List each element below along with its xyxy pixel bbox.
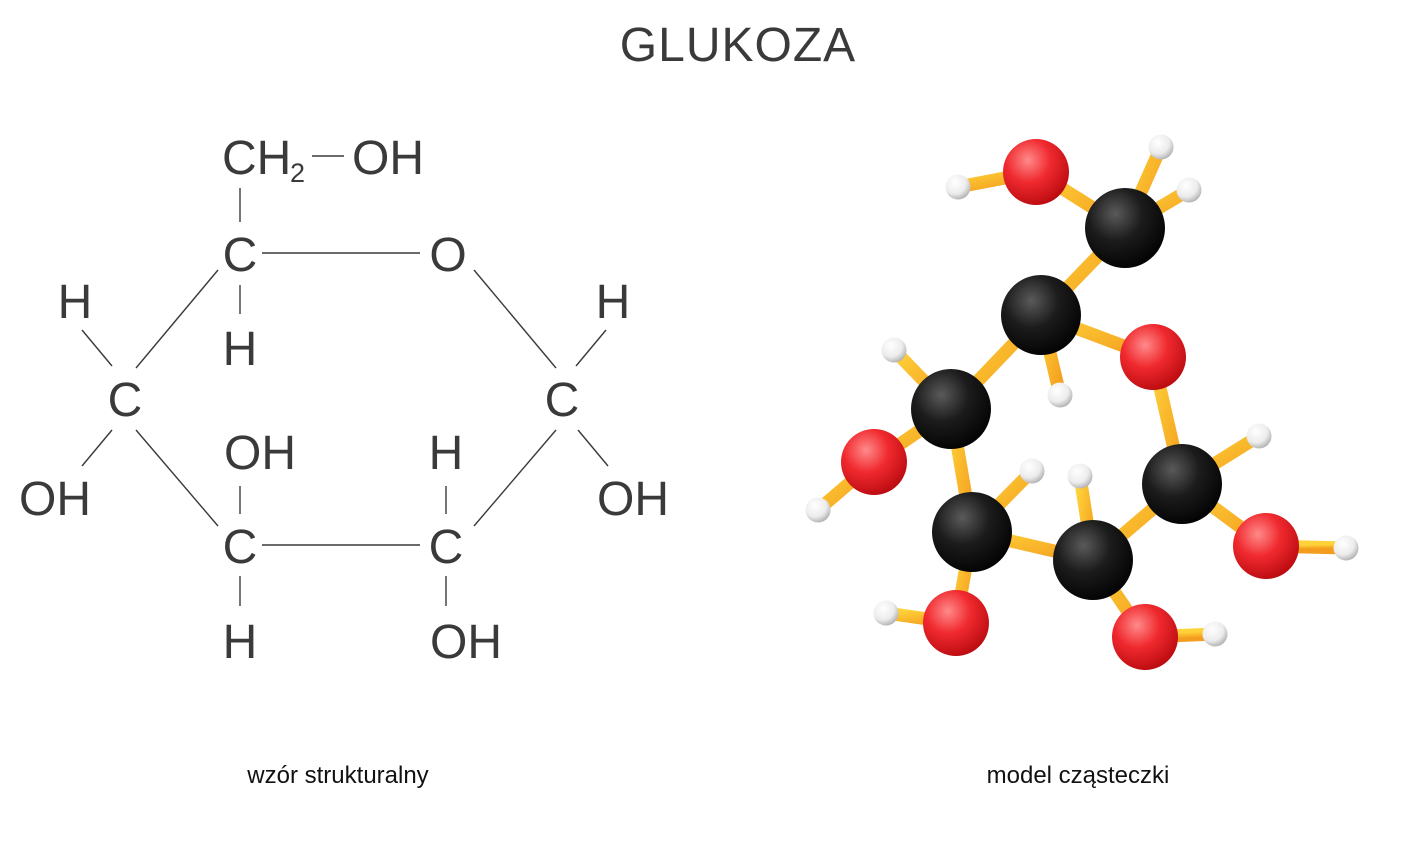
hydrogen-atom [1246,423,1272,449]
hydrogen-atom [873,600,899,626]
label-oh-bottom: OH [430,616,502,669]
oxygen-atom [1120,324,1186,390]
bond-cright-cbr [473,429,557,527]
label-oh-right: OH [597,473,669,526]
label-ring-oxygen: O [429,229,466,282]
formula-bonds [81,155,609,606]
diagram-title: GLUKOZA [619,19,857,72]
oxygen-atom [1112,604,1178,670]
model-carbon-atoms [911,188,1222,600]
carbon-atom [1085,188,1165,268]
model-hydrogen-atoms [805,134,1359,647]
bond-c1-cleft [135,269,219,369]
hydrogen-atom [1333,535,1359,561]
carbon-atom [911,369,991,449]
molecule-model [805,134,1359,670]
label-oh-c-bottom-left: OH [224,427,296,480]
oxygen-atom [1233,513,1299,579]
hydrogen-atom [1148,134,1174,160]
hydrogen-atom [1176,177,1202,203]
bond-cright-ohright [577,429,609,467]
label-oh-left: OH [19,473,91,526]
structural-formula: CH 2 OH C O H H H C C OH OH H OH C C H O… [19,132,669,669]
bond-cleft-cbl [135,429,219,527]
label-h-left: H [58,276,93,329]
carbon-atom [1053,520,1133,600]
hydrogen-atom [881,337,907,363]
label-c-left: C [108,374,143,427]
hydrogen-atom [805,497,831,523]
hydrogen-atom [1202,621,1228,647]
label-h-bottom: H [223,616,258,669]
model-oxygen-atoms [841,139,1299,670]
label-ch2: CH [222,132,291,185]
label-c-right: C [545,374,580,427]
caption-molecule-model: model cząsteczki [986,762,1170,789]
label-ch2-subscript: 2 [290,158,305,188]
hydrogen-atom [1019,458,1045,484]
label-c1: C [223,229,258,282]
carbon-atom [1001,275,1081,355]
label-h-c1: H [223,323,258,376]
caption-structural-formula: wzór strukturalny [247,762,429,789]
bond-hright-cright [575,329,607,367]
label-h-right: H [596,276,631,329]
hydrogen-atom [1047,382,1073,408]
carbon-atom [932,492,1012,572]
label-oh-top: OH [352,132,424,185]
bond-o-cright [473,269,557,369]
label-h-c-bottom-right: H [429,427,464,480]
bond-hleft-cleft [81,329,113,367]
oxygen-atom [923,590,989,656]
carbon-atom [1142,444,1222,524]
bond-cleft-ohleft [81,429,113,467]
label-c-bottom-right: C [429,521,464,574]
oxygen-atom [841,429,907,495]
oxygen-atom [1003,139,1069,205]
label-c-bottom-left: C [223,521,258,574]
hydrogen-atom [945,174,971,200]
hydrogen-atom [1067,463,1093,489]
